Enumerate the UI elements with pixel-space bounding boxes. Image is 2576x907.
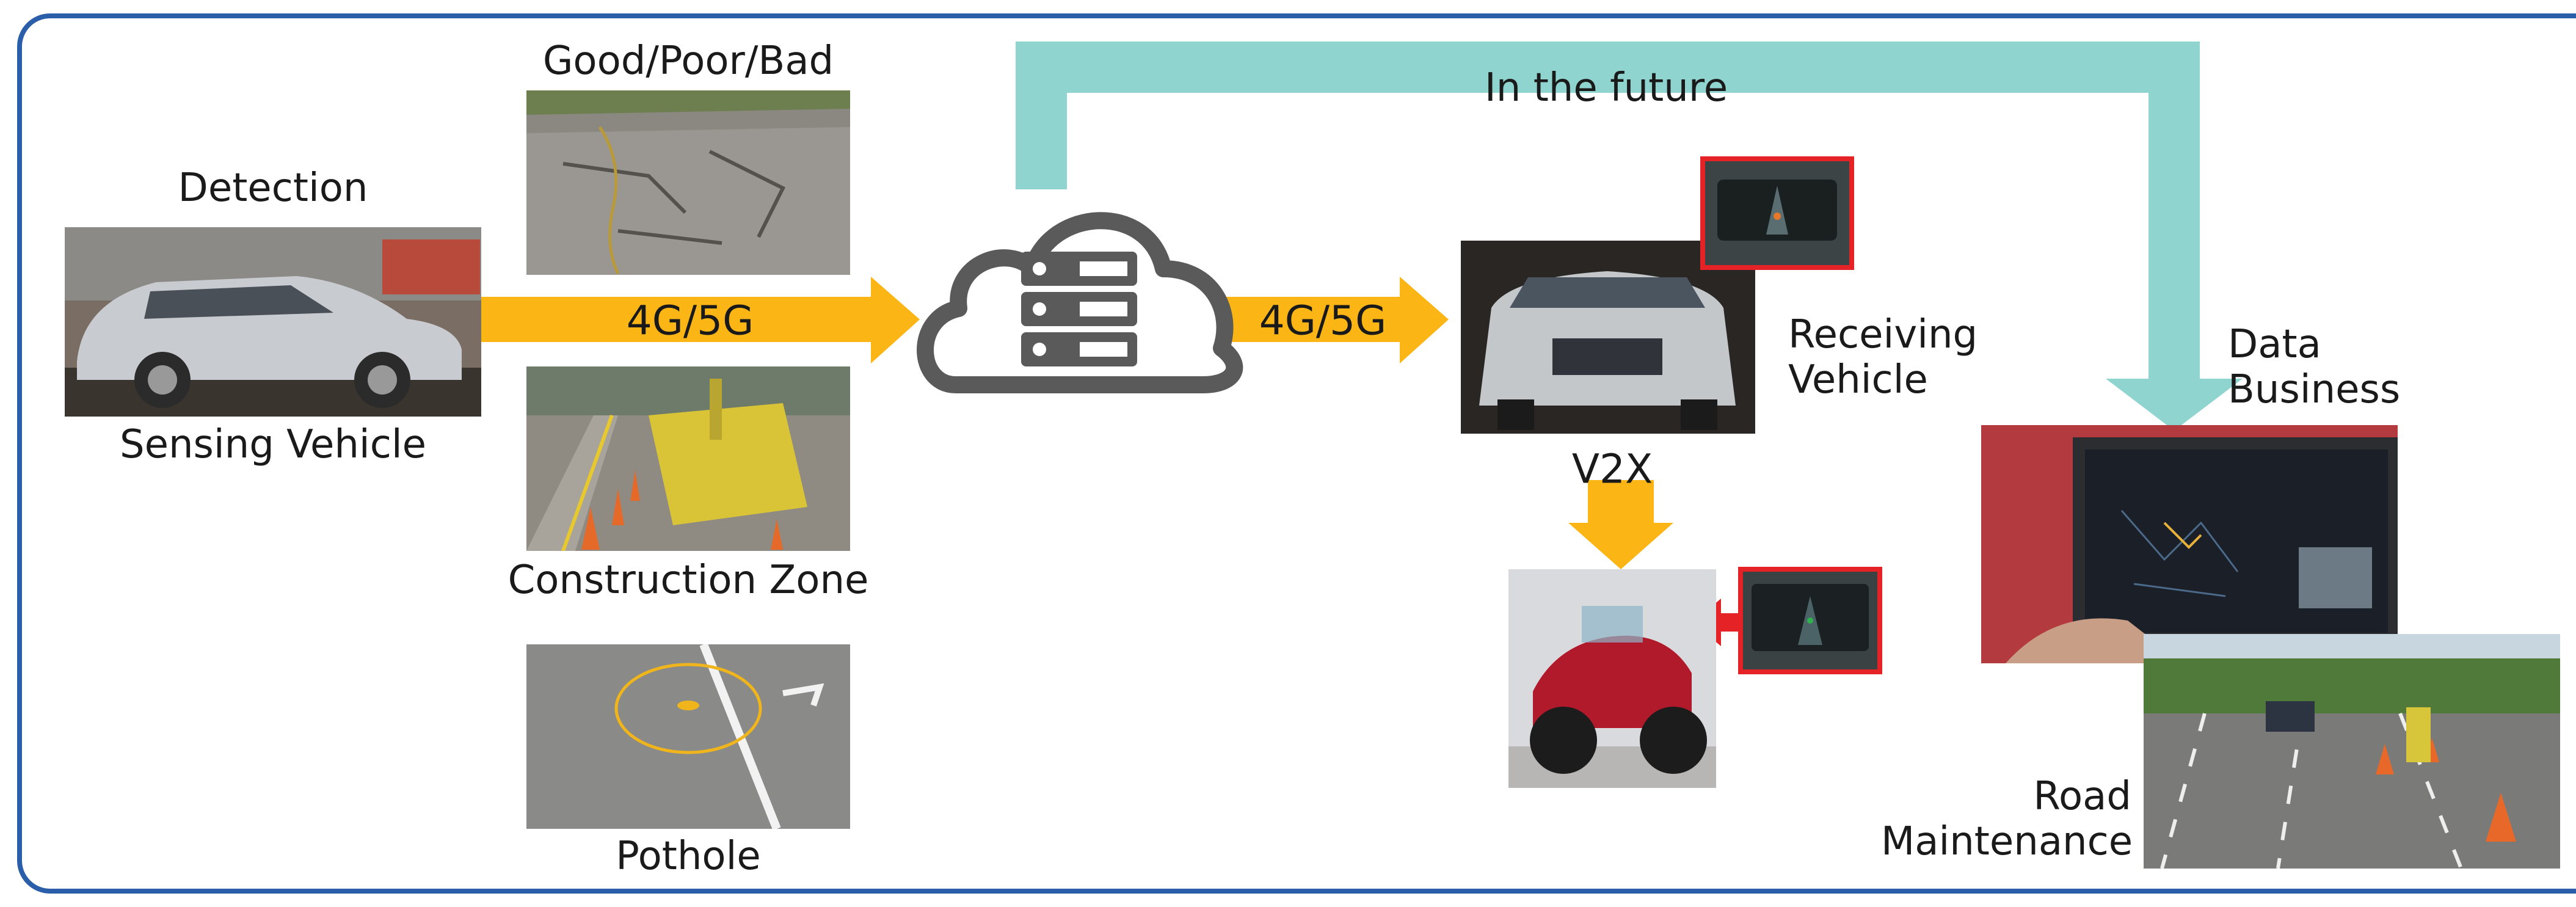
road-maintenance-line1: Road xyxy=(2033,774,2131,819)
data-business-photo xyxy=(1981,425,2398,663)
road-maintenance-line2: Maintenance xyxy=(1881,818,2133,864)
v2x-label: V2X xyxy=(1571,445,1653,493)
arrowhead-v2x xyxy=(1568,523,1673,569)
arrow-shaft-left xyxy=(480,297,871,342)
construction-zone-photo xyxy=(526,366,850,551)
receiving-vehicle-line1: Receiving xyxy=(1788,312,1978,357)
arrow-shaft-v2x xyxy=(1588,480,1654,523)
pothole-label: Pothole xyxy=(616,834,761,879)
data-business-label: Data Business xyxy=(2228,322,2400,412)
data-business-line1: Data xyxy=(2228,322,2321,367)
motorcycle-dashboard-display xyxy=(1738,567,1882,674)
pothole-photo xyxy=(526,644,850,829)
network-label-left: 4G/5G xyxy=(626,297,754,344)
outer-frame xyxy=(17,13,2576,894)
receiving-vehicle-label: Receiving Vehicle xyxy=(1788,312,1978,403)
arrowhead-right xyxy=(1400,277,1449,363)
receiving-vehicle-line2: Vehicle xyxy=(1788,357,1928,403)
good-poor-bad-label: Good/Poor/Bad xyxy=(542,38,834,84)
arrowhead-left xyxy=(871,277,920,363)
motorcycle-photo xyxy=(1508,569,1716,788)
detection-label: Detection xyxy=(178,166,368,211)
construction-zone-label: Construction Zone xyxy=(508,558,869,603)
in-the-future-label: In the future xyxy=(1484,65,1728,111)
network-label-right: 4G/5G xyxy=(1259,297,1387,344)
road-condition-photo xyxy=(526,90,850,275)
sensing-vehicle-photo xyxy=(65,227,481,417)
road-maintenance-label: Road Maintenance xyxy=(1881,774,2133,864)
arrow-shaft-right xyxy=(1221,297,1400,342)
sensing-vehicle-label: Sensing Vehicle xyxy=(119,422,427,467)
data-business-line2: Business xyxy=(2228,366,2401,412)
road-maintenance-photo xyxy=(2144,634,2560,869)
receiving-dashboard-display xyxy=(1700,156,1854,270)
receiving-vehicle-photo xyxy=(1461,241,1755,434)
